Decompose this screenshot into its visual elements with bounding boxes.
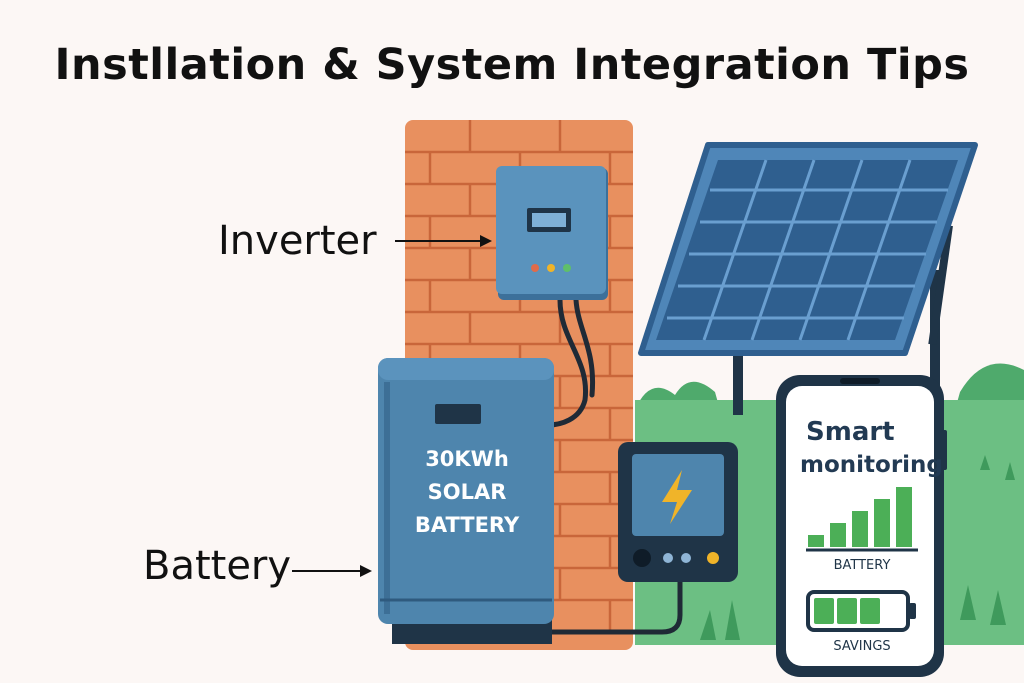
phone-chart-label: BATTERY	[834, 558, 891, 573]
phone-battery-icon	[806, 590, 916, 632]
battery-text-line3: BATTERY	[415, 513, 520, 537]
phone-chart-bar	[896, 487, 912, 547]
battery-cell	[814, 598, 834, 624]
inverter-label: Inverter	[218, 218, 377, 264]
energy-meter	[618, 442, 738, 582]
battery-text-line2: SOLAR	[428, 480, 507, 504]
battery-unit: 30KWh SOLAR BATTERY	[378, 358, 554, 644]
phone-chart-bar	[808, 535, 824, 547]
battery-cell	[837, 598, 857, 624]
inverter-arrow	[395, 235, 492, 247]
phone-chart-bar	[830, 523, 846, 547]
battery-cell	[883, 598, 903, 624]
battery-arrow	[292, 565, 372, 577]
smartphone: Smart monitoring BATTERY SAVINGS	[776, 375, 947, 677]
phone-chart-bar	[852, 511, 868, 547]
phone-heading-line2: monitoring	[800, 452, 943, 478]
battery-cell	[860, 598, 880, 624]
solar-panel	[638, 142, 978, 415]
phone-bar-chart	[808, 487, 912, 547]
page-title: Instllation & System Integration Tips	[54, 40, 970, 90]
lightning-bolt-icon	[662, 470, 692, 524]
phone-heading-line1: Smart	[806, 417, 895, 447]
battery-text-line1: 30KWh	[425, 447, 509, 471]
phone-chart-bar	[874, 499, 890, 547]
inverter-unit	[496, 166, 608, 300]
cables	[545, 297, 683, 635]
phone-battery-label: SAVINGS	[833, 639, 890, 654]
battery-label: Battery	[143, 543, 292, 589]
